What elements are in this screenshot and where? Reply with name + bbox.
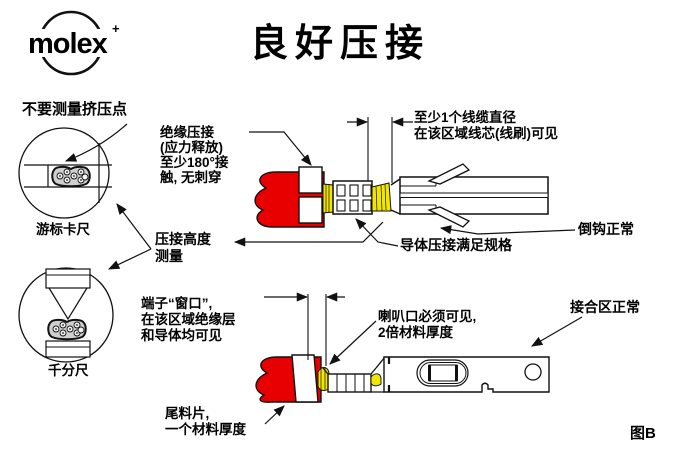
terminal-window-dimension <box>264 292 345 366</box>
conductor-crimp-arrow <box>355 218 399 247</box>
top-terminal-drawing <box>254 163 549 228</box>
label-no-measure-point: 不要测量挤压点 <box>22 101 128 118</box>
mating-zone-arrow <box>531 316 583 347</box>
label-terminal-window: 端子“窗口”, 在该区域绝缘层 和导体均可见 <box>141 296 236 343</box>
label-barb-ok: 倒钩正常 <box>578 221 634 237</box>
label-bellmouth: 喇叭口必须可见, 2倍材料厚度 <box>378 309 477 340</box>
insulation-crimp-band <box>291 354 319 403</box>
barb-bottom <box>427 206 471 228</box>
barb-top <box>427 163 471 185</box>
insulation-crimp-band <box>298 166 323 194</box>
bellmouth-arrow <box>329 320 377 365</box>
logo-text-mask <box>24 29 124 57</box>
no-measure-arrow <box>64 123 128 162</box>
cutoff-tab-arrow <box>264 405 285 425</box>
conductor-crimp <box>327 373 372 393</box>
label-crimp-height: 压接高度 测量 <box>155 231 211 264</box>
page-title: 良好压接 <box>250 20 431 65</box>
wire-brush-dimension <box>347 117 413 183</box>
label-insulation-crimp: 绝缘压接 (应力释放) 至少180°接 触, 无刺穿 <box>160 125 229 185</box>
molex-logo: molex + <box>24 10 124 76</box>
crimp-cross-section <box>51 165 91 188</box>
crimp-height-long-arrow <box>233 221 384 247</box>
wire-strands <box>322 183 334 214</box>
crimp-height-arrow-micrometer <box>107 248 152 270</box>
bottom-terminal-drawing <box>255 354 550 403</box>
leader-arrows <box>64 123 583 425</box>
insulation-crimp-arrow <box>249 131 312 166</box>
bellmouth-strands <box>370 373 382 387</box>
label-micrometer: 千分尺 <box>48 363 89 378</box>
micrometer-inset <box>18 267 114 363</box>
label-mating-zone-ok: 接合区正常 <box>570 299 640 315</box>
vernier-caliper-inset <box>18 127 112 219</box>
label-vernier-caliper: 游标卡尺 <box>36 222 90 237</box>
blade-hole <box>524 363 542 381</box>
label-cutoff-tab: 尾料片, 一个材料厚度 <box>165 406 246 437</box>
label-wire-brush: 至少1个线缆直径 在该区域线芯(线刷)可见 <box>414 110 558 141</box>
logo-wordmark: molex <box>28 28 108 60</box>
figure-number: 图B <box>630 425 656 442</box>
label-conductor-crimp-spec: 导体压接满足规格 <box>400 237 512 253</box>
crimp-cross-section <box>47 318 87 341</box>
barb-arrow <box>439 225 576 235</box>
logo-trademark-icon: + <box>112 21 120 36</box>
crimp-height-arrow-caliper <box>116 203 152 250</box>
